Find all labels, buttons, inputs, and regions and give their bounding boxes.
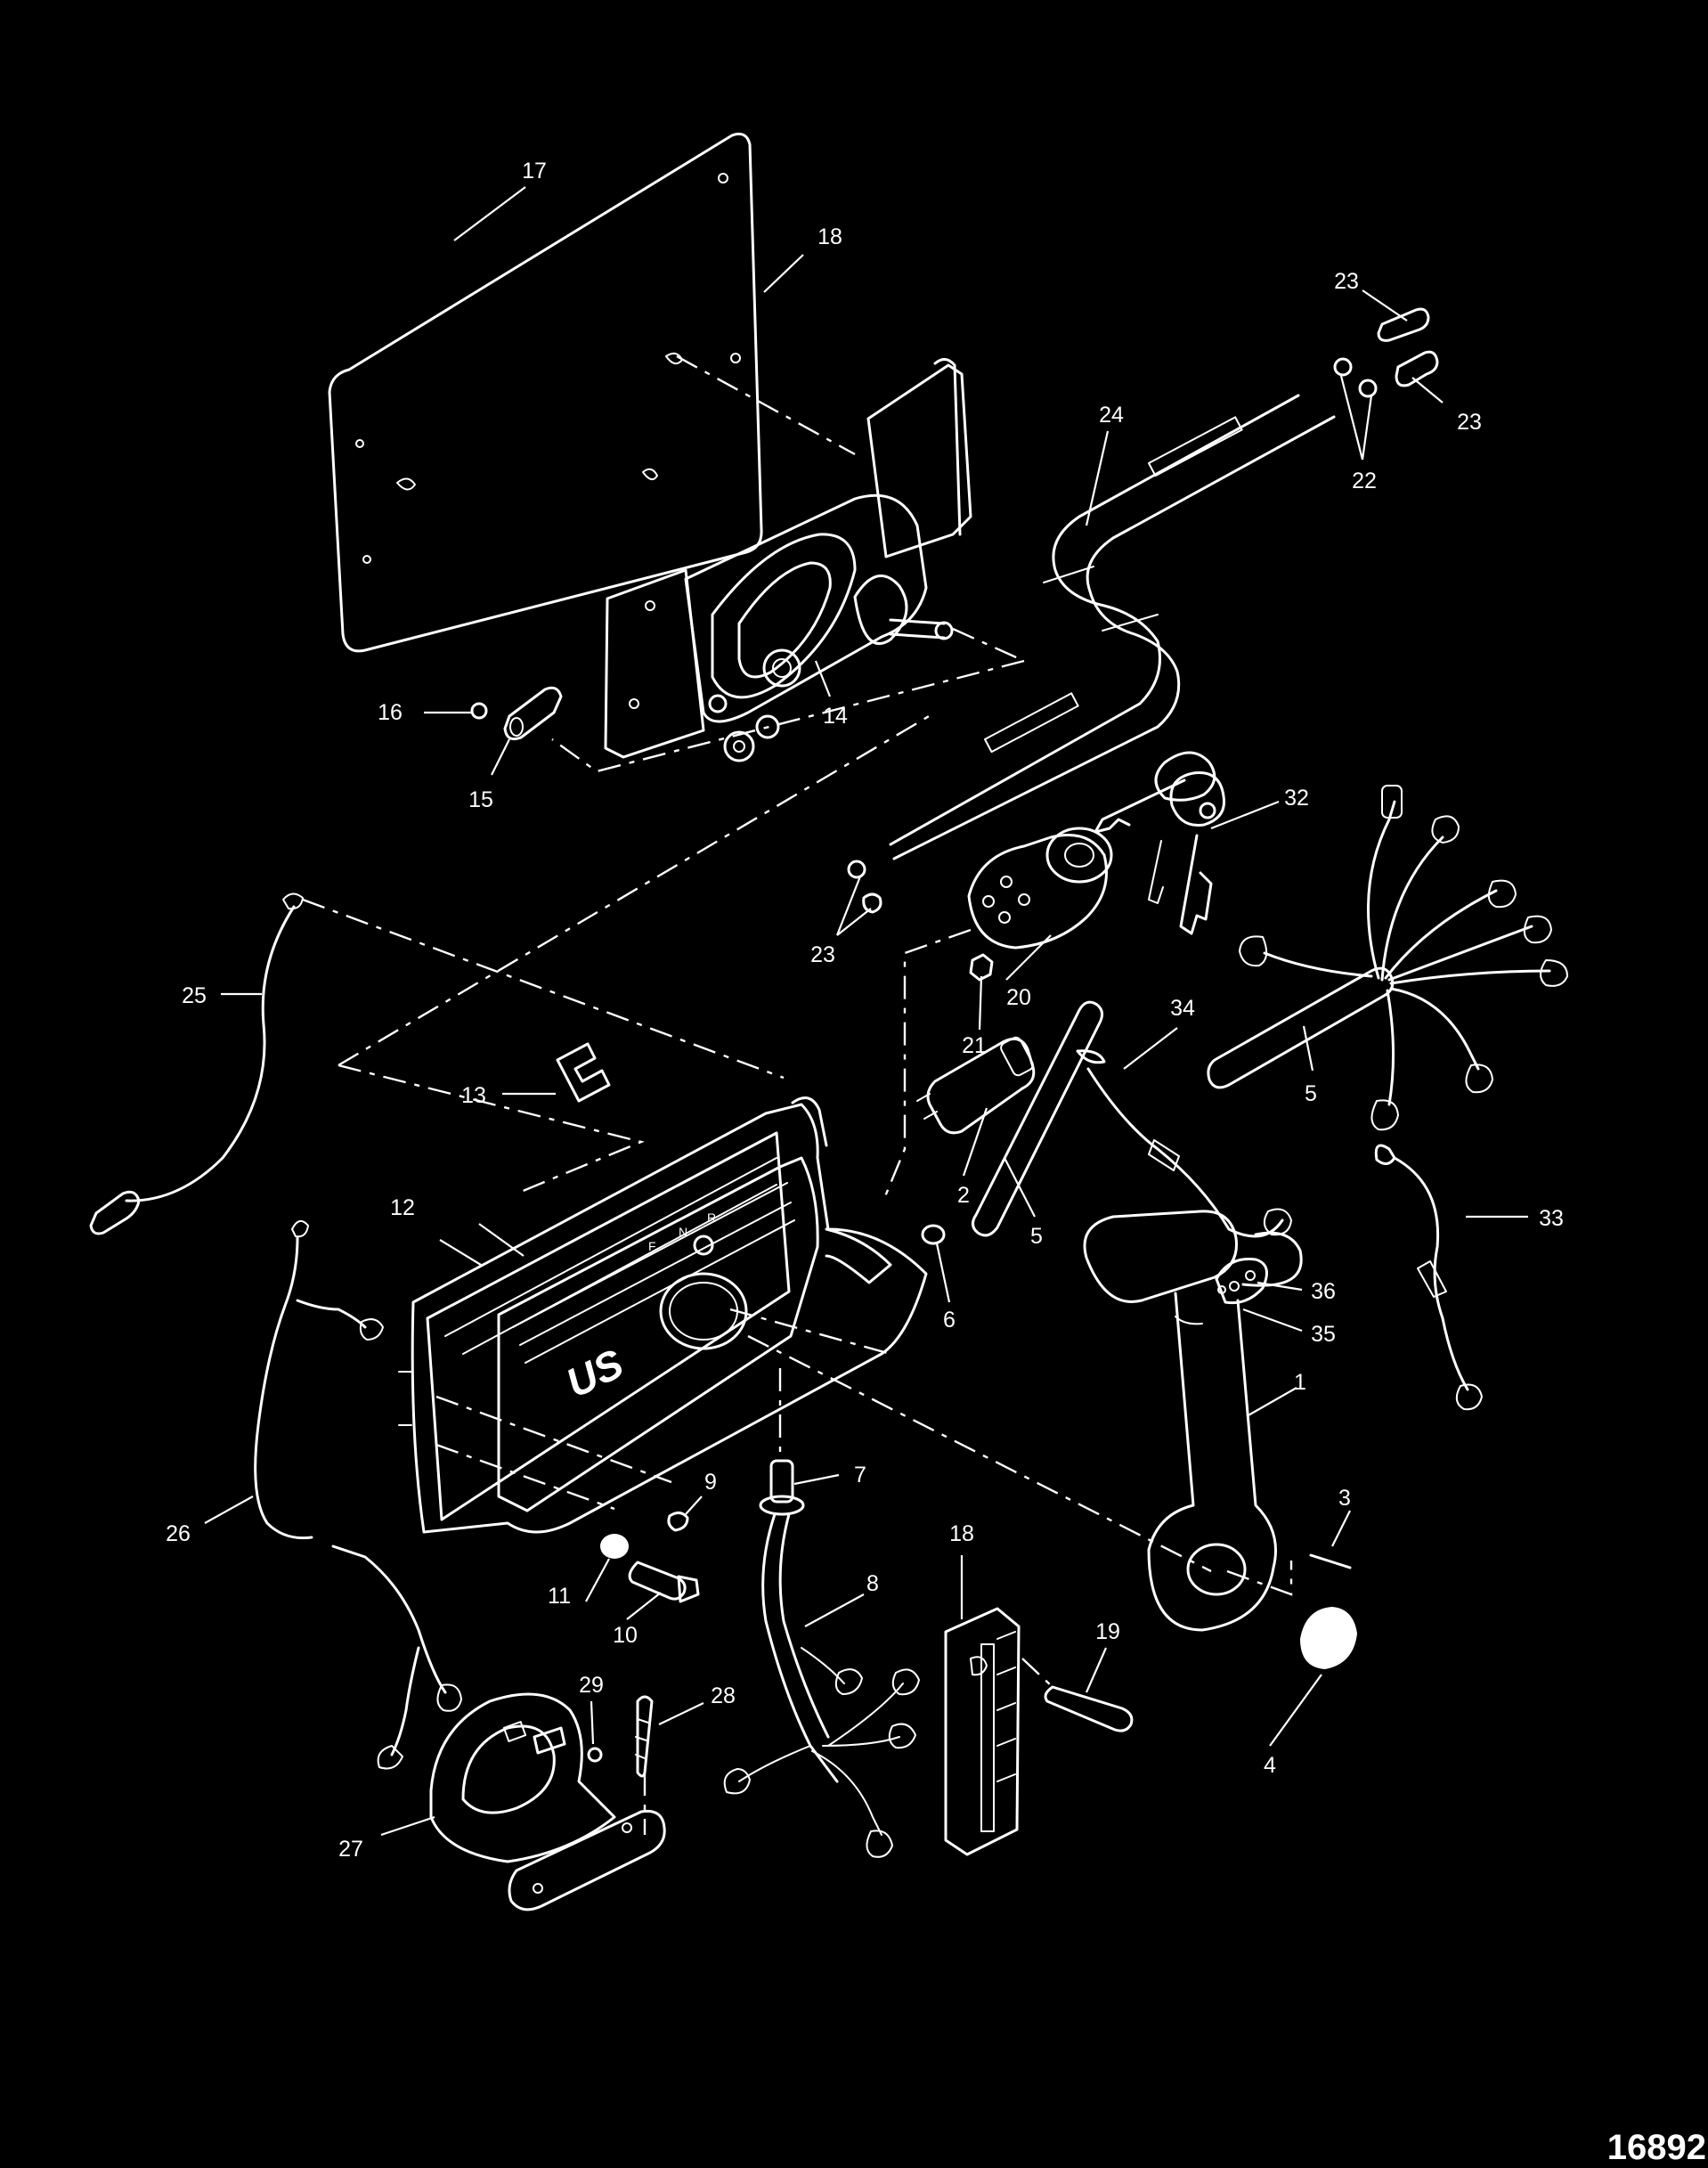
part-11-washer [600,1534,629,1559]
part-control-mechanism [604,358,972,762]
callout-8: 8 [866,1571,879,1596]
callout-15: 15 [468,787,493,812]
dash-20 [1021,1658,1053,1688]
callout-23-top: 22 [1352,469,1377,493]
callout-26: 24 [1099,403,1124,428]
part-5-tube [972,1000,1103,1237]
callout-20: 19 [1095,1619,1120,1644]
callout-28: 26 [166,1521,191,1546]
dash-9 [435,1395,672,1484]
part-21-ignition-switch [967,827,1113,950]
dash-3 [1226,1561,1293,1596]
part-13-clip [556,1042,611,1103]
part-1-handle [1083,1210,1303,1632]
part-30-screw [635,1695,654,1778]
callout-22: 21 [962,1033,987,1058]
callout-5-tube: 5 [1030,1224,1043,1249]
callout-32: 32 [1284,786,1309,811]
part-2-plug [916,1036,1036,1135]
callout-13: 13 [461,1083,486,1108]
dash-handle [747,1334,1212,1573]
callout-2: 2 [957,1183,970,1208]
part-26-cables [889,394,1336,860]
callout-33: 33 [1539,1206,1564,1231]
part-10-bolt [628,1561,700,1603]
shift-marker-r: R [707,1210,716,1225]
callout-14: 14 [823,704,848,729]
callout-30: 28 [711,1683,736,1708]
part-34-lanyard [1076,1049,1292,1238]
callout-11: 11 [548,1584,571,1609]
callout-19: 18 [949,1521,974,1546]
callout-3: 3 [1338,1486,1351,1511]
callout-4: 4 [1264,1753,1276,1778]
part-33-lanyard [1374,1144,1483,1411]
callout-12: 12 [390,1195,415,1220]
dash-frame [338,711,936,1195]
callout-18: 18 [817,224,842,249]
part-20-screw [1044,1685,1134,1732]
part-27-lead [89,892,304,1235]
part-22-nut [969,953,994,982]
part-7-grommet [759,1459,805,1516]
leader-lines [204,186,1528,1837]
part-8-harness [723,1512,920,1858]
callout-36: 36 [1311,1279,1336,1304]
dash-to-part-15 [551,659,1025,773]
callout-10: 10 [613,1623,638,1648]
callout-21: 20 [1006,985,1031,1010]
callout-27: 25 [182,983,207,1008]
callout-9: 9 [704,1470,717,1495]
callout-24: 23 [1334,269,1359,294]
callout-35: 35 [1311,1322,1336,1347]
callout-7: 7 [854,1463,866,1487]
part-3-pin [1309,1553,1352,1569]
panel-brand-text: US [559,1340,631,1406]
shift-marker-n: N [679,1225,687,1239]
part-23-nuts-top [1333,357,1378,398]
dash-switch-to-box [882,928,972,1202]
part-31-nut [587,1747,603,1763]
callout-34: 34 [1170,996,1195,1021]
part-6-washer [921,1224,946,1245]
figure-number: 16892 [1607,2128,1706,2167]
callout-6: 6 [943,1308,956,1333]
part-4-knob [1300,1607,1357,1669]
callout-23-left: 23 [810,942,835,967]
callout-25: 23 [1457,410,1482,435]
callout-16: 16 [378,700,403,725]
callout-31: 29 [579,1673,604,1698]
part-12-control-box: F N R US [398,1096,928,1534]
dash-shaft [952,627,1025,663]
shift-marker-f: F [648,1239,656,1253]
dash-lead-to-box [302,898,785,1080]
part-28-lead [254,1219,462,1770]
part-25-barrel [1395,350,1439,387]
part-19-terminal-block [944,1607,1021,1856]
callout-29: 27 [338,1837,363,1862]
part-36-35-screws [1215,1257,1268,1305]
part-16-nut [470,702,488,720]
callout-5-harness: 5 [1305,1081,1317,1106]
part-9-screw [667,1512,689,1532]
dash-knob [729,1308,891,1356]
part-24-pin [1377,307,1430,342]
dash-plate-to-control [676,355,856,456]
part-15-bushing [503,686,563,741]
part-29-horn [429,1692,666,1911]
part-32-keys [1094,751,1226,935]
dash-11 [435,1443,615,1511]
part-5-harness [1207,785,1568,1131]
part-23-nuts-left [847,860,882,914]
callout-1: 1 [1294,1370,1306,1395]
callout-labels: 17 18 23 23 22 24 16 15 14 32 23 20 21 2… [166,159,1564,1862]
callout-17: 17 [522,159,547,183]
